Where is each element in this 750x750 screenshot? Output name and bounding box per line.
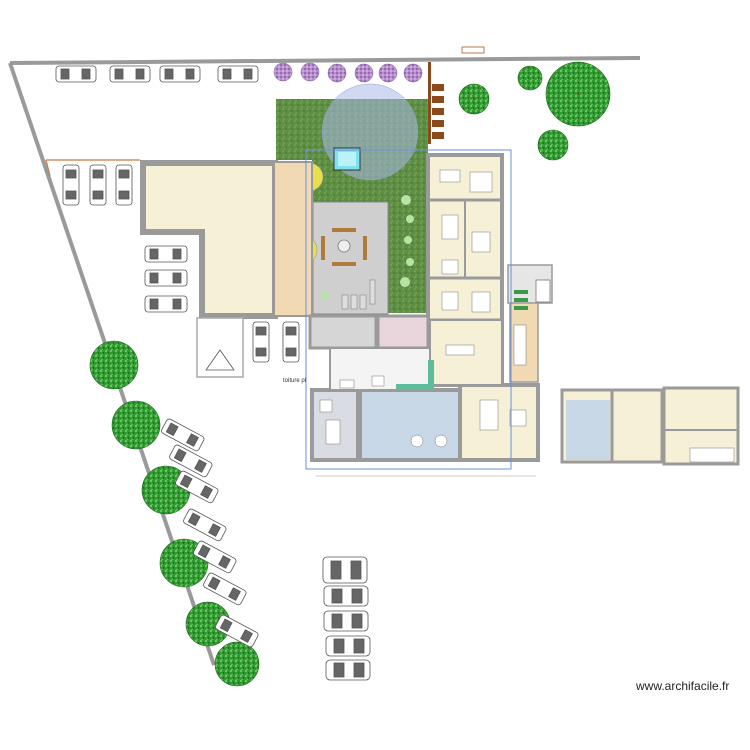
gate-marker	[461, 46, 485, 54]
left-building	[140, 160, 313, 319]
terrace-loungers	[514, 290, 528, 310]
lawn-plants	[321, 195, 414, 300]
flower-bushes	[273, 62, 423, 83]
site-watermark[interactable]: www.archifacile.fr	[636, 679, 730, 693]
pool-inner	[338, 152, 356, 166]
trees-diagonal	[89, 340, 260, 687]
parking-left	[62, 164, 300, 363]
garage-ramp	[205, 349, 235, 371]
wood-posts	[428, 62, 444, 144]
house-furniture	[319, 169, 527, 448]
toiture-label: toiture pl	[283, 378, 306, 384]
parking-cars-top	[55, 65, 259, 83]
garage	[196, 317, 244, 378]
sun-loungers	[341, 279, 376, 310]
annex-buildings	[560, 386, 740, 466]
fire-pit	[337, 239, 351, 253]
patio-furniture	[321, 228, 367, 266]
boundary-marker	[45, 159, 51, 177]
tree-trunk-marks	[473, 93, 579, 100]
parking-diagonal	[161, 418, 259, 648]
selection-outline	[305, 149, 512, 470]
trees-top-right	[458, 61, 611, 161]
parking-bottom	[322, 556, 371, 681]
